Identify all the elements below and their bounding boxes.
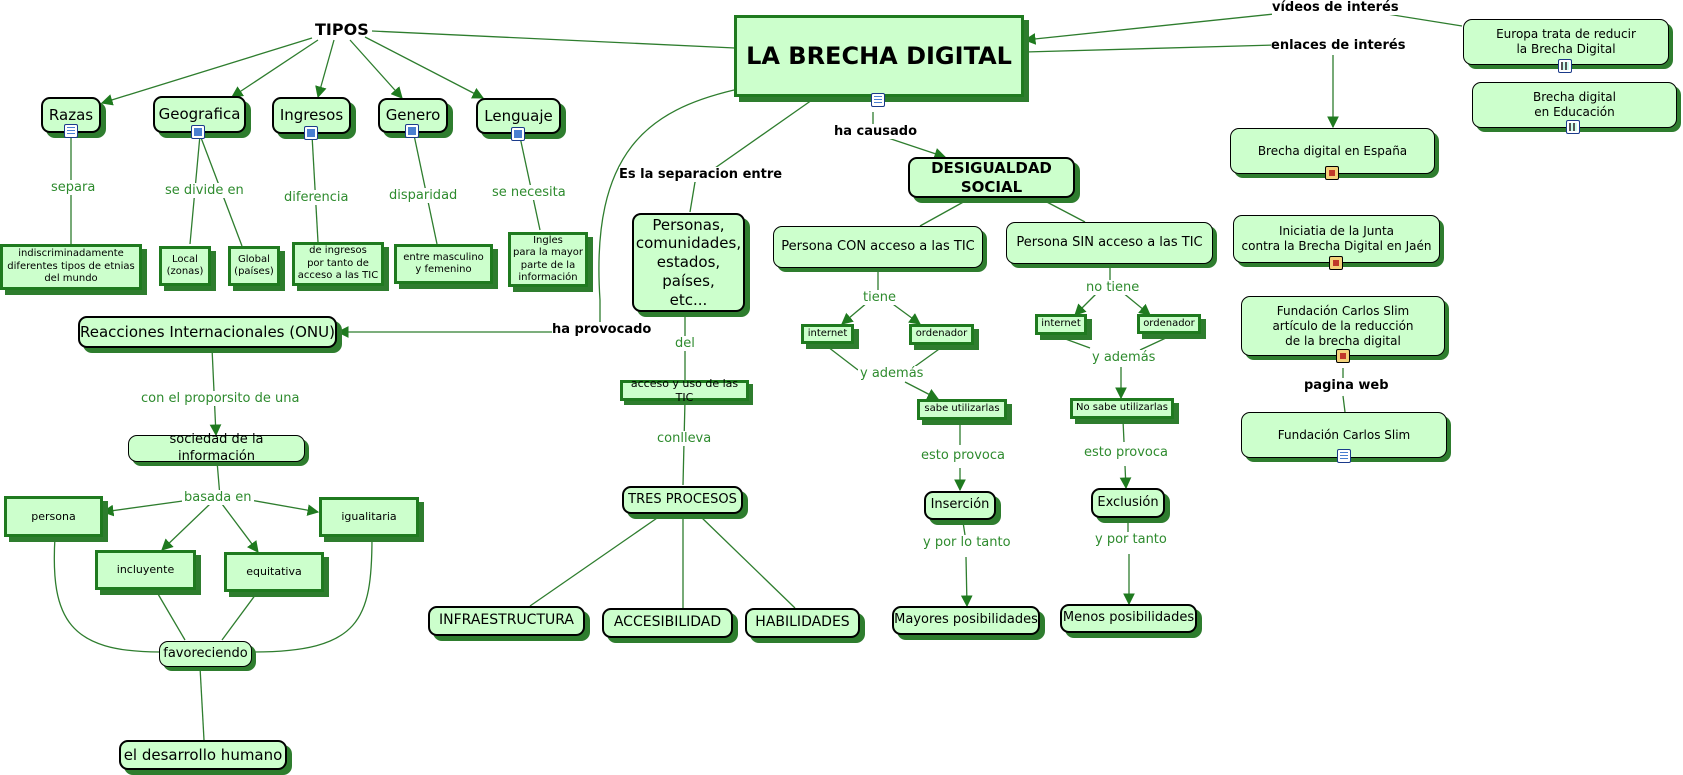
link-no-tiene: no tiene bbox=[1084, 280, 1142, 295]
internet-con-node[interactable]: internet bbox=[801, 324, 854, 344]
razas-node[interactable]: Razas bbox=[41, 97, 101, 133]
de-ingresos-node[interactable]: de ingresos por tanto de acceso a las TI… bbox=[292, 242, 384, 286]
equitativa-node[interactable]: equitativa bbox=[224, 552, 324, 592]
europa-node[interactable]: Europa trata de reducir la Brecha Digita… bbox=[1463, 19, 1669, 65]
junta-node[interactable]: Iniciatia de la Junta contra la Brecha D… bbox=[1233, 215, 1440, 263]
etnias-node[interactable]: indiscriminadamente diferentes tipos de … bbox=[0, 244, 142, 290]
link-causado: ha causado bbox=[834, 124, 918, 139]
link-provoca-con: esto provoca bbox=[919, 448, 1007, 463]
link-provoca-sin: esto provoca bbox=[1082, 445, 1170, 460]
web-page-icon[interactable] bbox=[1336, 349, 1350, 363]
desarrollo-humano-node[interactable]: el desarrollo humano bbox=[119, 740, 287, 770]
link-del: del bbox=[673, 336, 697, 351]
accesibilidad-node[interactable]: ACCESIBILIDAD bbox=[602, 608, 733, 638]
menos-posibilidades-node[interactable]: Menos posibilidades bbox=[1060, 604, 1197, 633]
link-necesita: se necesita bbox=[490, 185, 568, 200]
link-ademas-sin: y además bbox=[1090, 350, 1158, 365]
igualitaria-node[interactable]: igualitaria bbox=[319, 497, 419, 537]
sociedad-node[interactable]: sociedad de la información bbox=[128, 432, 305, 464]
sabe-utilizarlas-node[interactable]: sabe utilizarlas bbox=[917, 399, 1007, 420]
con-acceso-node[interactable]: Persona CON acceso a las TIC bbox=[773, 226, 983, 268]
link-provocado: ha provocado bbox=[552, 322, 652, 337]
masculino-femenino-node[interactable]: entre masculino y femenino bbox=[394, 244, 493, 284]
internet-sin-node[interactable]: internet bbox=[1035, 314, 1087, 335]
document-icon[interactable] bbox=[1337, 449, 1351, 463]
link-videos: vídeos de interés bbox=[1272, 0, 1399, 15]
exclusion-node[interactable]: Exclusión bbox=[1091, 488, 1165, 518]
persona-value-node[interactable]: persona bbox=[4, 496, 103, 537]
document-icon[interactable] bbox=[871, 93, 885, 107]
video-icon[interactable] bbox=[1566, 120, 1580, 134]
link-divide: se divide en bbox=[163, 183, 246, 198]
link-ademas-con: y además bbox=[858, 366, 926, 381]
link-portanto-con: y por lo tanto bbox=[921, 535, 1013, 550]
local-node[interactable]: Local (zonas) bbox=[159, 246, 211, 286]
link-separa: separa bbox=[49, 180, 98, 195]
favoreciendo-node[interactable]: favoreciendo bbox=[159, 641, 252, 667]
image-icon[interactable] bbox=[511, 127, 525, 141]
link-basada: basada en bbox=[182, 490, 254, 505]
mayores-posibilidades-node[interactable]: Mayores posibilidades bbox=[892, 606, 1040, 635]
ingles-node[interactable]: Ingles para la mayor parte de la informa… bbox=[508, 232, 588, 287]
document-icon[interactable] bbox=[64, 124, 78, 138]
ordenador-sin-node[interactable]: ordenador bbox=[1137, 314, 1201, 334]
main-concept-node[interactable]: LA BRECHA DIGITAL bbox=[734, 15, 1024, 97]
link-pagina: pagina web bbox=[1304, 378, 1389, 393]
infraestructura-node[interactable]: INFRAESTRUCTURA bbox=[428, 606, 585, 636]
link-tiene: tiene bbox=[861, 290, 898, 305]
image-icon[interactable] bbox=[304, 126, 318, 140]
genero-node[interactable]: Genero bbox=[378, 98, 448, 133]
tipos-node[interactable]: TIPOS bbox=[315, 20, 369, 39]
ordenador-con-node[interactable]: ordenador bbox=[909, 324, 974, 345]
acceso-uso-node[interactable]: acceso y uso de las TIC bbox=[620, 377, 749, 404]
habilidades-node[interactable]: HABILIDADES bbox=[745, 608, 860, 638]
link-proposito: con el proporsito de una bbox=[139, 391, 302, 406]
link-enlaces: enlaces de interés bbox=[1271, 38, 1406, 53]
reacciones-node[interactable]: Reacciones Internacionales (ONU) bbox=[78, 316, 337, 348]
link-diferencia: diferencia bbox=[282, 190, 351, 205]
desigualdad-node[interactable]: DESIGUALDAD SOCIAL bbox=[908, 157, 1075, 198]
personas-node[interactable]: Personas, comunidades, estados, países, … bbox=[632, 213, 745, 312]
insercion-node[interactable]: Inserción bbox=[924, 491, 996, 520]
incluyente-node[interactable]: incluyente bbox=[95, 550, 196, 590]
geografica-node[interactable]: Geografica bbox=[153, 96, 246, 133]
image-icon[interactable] bbox=[191, 125, 205, 139]
web-page-icon[interactable] bbox=[1329, 256, 1343, 270]
web-page-icon[interactable] bbox=[1325, 166, 1339, 180]
link-separacion: Es la separacion entre bbox=[619, 167, 783, 182]
link-portanto-sin: y por tanto bbox=[1093, 532, 1169, 547]
global-node[interactable]: Global (países) bbox=[228, 246, 280, 286]
tres-procesos-node[interactable]: TRES PROCESOS bbox=[622, 486, 743, 514]
no-sabe-utilizarlas-node[interactable]: No sabe utilizarlas bbox=[1070, 398, 1174, 419]
video-icon[interactable] bbox=[1558, 59, 1572, 73]
link-conlleva: conlleva bbox=[655, 431, 714, 446]
fundacion-articulo-node[interactable]: Fundación Carlos Slim artículo de la red… bbox=[1241, 296, 1445, 356]
sin-acceso-node[interactable]: Persona SIN acceso a las TIC bbox=[1006, 222, 1213, 264]
image-icon[interactable] bbox=[405, 124, 419, 138]
link-disparidad: disparidad bbox=[387, 188, 460, 203]
